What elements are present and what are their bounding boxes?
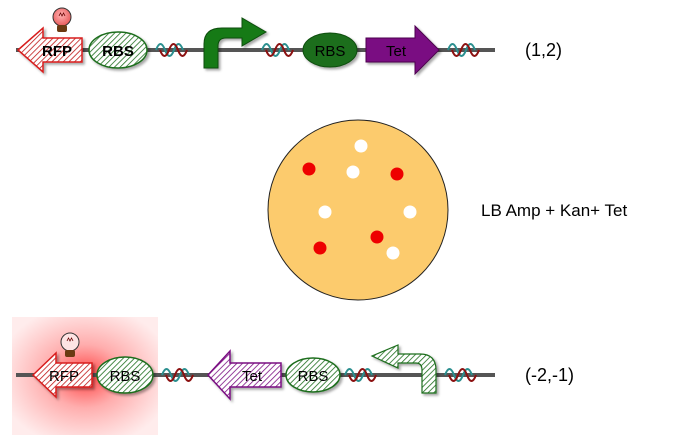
construct-bottom-label: (-2,-1): [525, 365, 574, 385]
white-colony: [318, 205, 332, 219]
red-colony: [390, 167, 404, 181]
rbs-label: RBS: [102, 43, 134, 60]
colony-group: [302, 139, 417, 260]
rfp-reporter-part: RFP: [31, 351, 93, 399]
plate-medium-label: LB Amp + Kan+ Tet: [481, 201, 627, 220]
rbs-label: RBS: [298, 368, 329, 385]
red-colony: [370, 230, 384, 244]
white-colony: [386, 246, 400, 260]
rfp-reporter-part: RFP: [16, 26, 83, 74]
promoter-arrow-icon: [203, 17, 267, 69]
red-colony: [302, 162, 316, 176]
tet-label: Tet: [242, 368, 263, 385]
white-colony: [403, 205, 417, 219]
construct-bottom: RFP RBS Tet RBS (-2,-1): [12, 317, 574, 435]
tet-resistance-part: Tet: [365, 24, 440, 76]
white-colony: [354, 139, 368, 153]
lightbulb-icon: [60, 332, 80, 357]
construct-top-label: (1,2): [525, 40, 562, 60]
white-colony: [346, 165, 360, 179]
rbs-part-1: RBS: [88, 31, 148, 69]
promoter-arrow-icon: [370, 344, 437, 394]
red-colony: [313, 241, 327, 255]
rfp-label: RFP: [49, 368, 79, 385]
lightbulb-icon: [52, 7, 72, 32]
rbs-label: RBS: [110, 368, 141, 385]
rbs-part-1: RBS: [96, 356, 154, 394]
rfp-label: RFP: [42, 43, 72, 60]
construct-top: RFP RBS RBS Tet (1,2): [16, 7, 562, 76]
tet-label: Tet: [386, 43, 407, 60]
rbs-part-2: RBS: [302, 32, 358, 68]
rbs-part-2: RBS: [285, 357, 341, 393]
petri-plate: LB Amp + Kan+ Tet: [267, 119, 627, 301]
tet-resistance-part: Tet: [206, 349, 282, 401]
rbs-label: RBS: [315, 43, 346, 60]
